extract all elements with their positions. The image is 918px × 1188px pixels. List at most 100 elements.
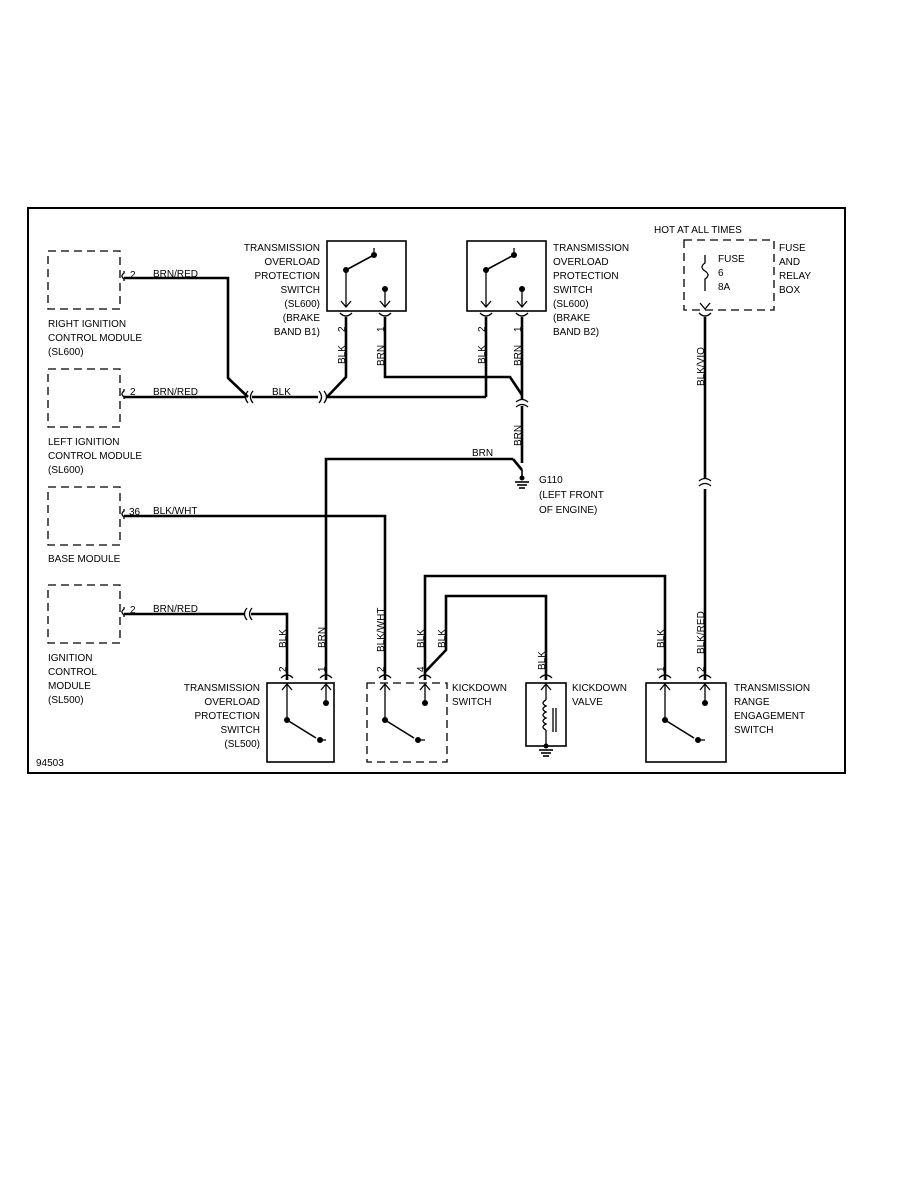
switch-b1-label-4: SWITCH bbox=[281, 285, 320, 296]
range-switch-label-4: SWITCH bbox=[734, 725, 773, 736]
switch-sl500-label-3: PROTECTION bbox=[194, 711, 260, 722]
ground-label-2: (LEFT FRONT bbox=[539, 490, 604, 501]
left-ignition-label-3: (SL600) bbox=[48, 465, 84, 476]
right-ignition-label-3: (SL600) bbox=[48, 347, 84, 358]
kickdown-valve: KICKDOWN VALVE bbox=[525, 674, 627, 757]
wire-label-b2-right: BRN bbox=[513, 345, 524, 366]
wire-kickdown-to-range bbox=[423, 574, 667, 680]
wire-label-kickdown-right: BLK bbox=[416, 629, 427, 648]
fuse-box-label-1: FUSE bbox=[779, 243, 806, 254]
wire-label-range-right: BLK/RED bbox=[696, 611, 707, 654]
range-switch-pin-right: 2 bbox=[696, 666, 707, 672]
wire-label-brn-vertical: BRN bbox=[513, 425, 524, 446]
switch-b2-label-4: SWITCH bbox=[553, 285, 592, 296]
switch-b1-label-5: (SL600) bbox=[284, 299, 320, 310]
switch-sl500-label-5: (SL500) bbox=[224, 739, 260, 750]
diagram-frame bbox=[27, 207, 846, 774]
ignition-module-label-3: MODULE bbox=[48, 681, 91, 692]
range-switch-label-3: ENGAGEMENT bbox=[734, 711, 805, 722]
switch-b1-pin-right: 1 bbox=[376, 326, 387, 332]
range-switch-pin-left: 1 bbox=[656, 666, 667, 672]
wire-label-kickdown-extra: BLK bbox=[437, 629, 448, 648]
switch-b1-pin-left: 2 bbox=[337, 326, 348, 332]
wire-kickdown-to-valve bbox=[424, 594, 548, 680]
fuse-relay-box: HOT AT ALL TIMES FUSE 6 8A FUSE AND RELA… bbox=[654, 225, 811, 317]
wire-label-kickdown-left: BLK/WHT bbox=[376, 608, 387, 652]
ignition-module-pin: 2 bbox=[130, 605, 136, 616]
switch-b2-label-1: TRANSMISSION bbox=[553, 243, 629, 254]
wire-label-base: BLK/WHT bbox=[153, 506, 197, 517]
switch-sl500-pin-left: 2 bbox=[278, 666, 289, 672]
switch-b2-pin-left: 2 bbox=[477, 326, 488, 332]
wire-label-left-ignition: BRN/RED bbox=[153, 387, 198, 398]
hot-at-all-times-label: HOT AT ALL TIMES bbox=[654, 225, 742, 236]
range-engagement-switch: 1 2 TRANSMISSION RANGE ENGAGEMENT SWITCH bbox=[645, 666, 810, 763]
wire-label-sl500-left: BLK bbox=[278, 629, 289, 648]
kickdown-valve-label-1: KICKDOWN bbox=[572, 683, 627, 694]
ground-label-3: OF ENGINE) bbox=[539, 505, 597, 516]
ground-g110: G110 (LEFT FRONT OF ENGINE) bbox=[515, 470, 604, 516]
kickdown-switch-pin-left: 2 bbox=[376, 666, 387, 672]
ground-label-1: G110 bbox=[539, 475, 563, 486]
switch-sl500: 2 1 TRANSMISSION OVERLOAD PROTECTION SWI… bbox=[184, 666, 335, 763]
fuse-label-3: 8A bbox=[718, 282, 731, 293]
switch-b1-label-3: PROTECTION bbox=[254, 271, 320, 282]
ignition-module-label-1: IGNITION bbox=[48, 653, 92, 664]
right-ignition-module: RIGHT IGNITION CONTROL MODULE (SL600) 2 bbox=[47, 250, 142, 358]
kickdown-valve-label-2: VALVE bbox=[572, 697, 603, 708]
wire-label-ignition: BRN/RED bbox=[153, 604, 198, 615]
switch-b2: 2 1 TRANSMISSION OVERLOAD PROTECTION SWI… bbox=[466, 240, 629, 338]
ignition-module-label-4: (SL500) bbox=[48, 695, 84, 706]
fuse-box-label-3: RELAY bbox=[779, 271, 811, 282]
kickdown-switch-pin-right: 4 bbox=[416, 666, 427, 672]
switch-b2-label-5: (SL600) bbox=[553, 299, 589, 310]
right-ignition-label-2: CONTROL MODULE bbox=[48, 333, 142, 344]
switch-b2-label-7: BAND B2) bbox=[553, 327, 599, 338]
switch-sl500-pin-right: 1 bbox=[317, 666, 328, 672]
ignition-control-module: IGNITION CONTROL MODULE (SL500) 2 bbox=[47, 584, 136, 706]
left-ignition-label-2: CONTROL MODULE bbox=[48, 451, 142, 462]
left-ignition-pin: 2 bbox=[130, 387, 136, 398]
wire-blk-to-sl500 bbox=[251, 612, 289, 680]
switch-b2-label-2: OVERLOAD bbox=[553, 257, 609, 268]
switch-b2-label-3: PROTECTION bbox=[553, 271, 619, 282]
right-ignition-label-1: RIGHT IGNITION bbox=[48, 319, 126, 330]
wire-right-ignition-brn-red bbox=[124, 276, 249, 398]
switch-sl500-label-4: SWITCH bbox=[221, 725, 260, 736]
base-module-label: BASE MODULE bbox=[48, 554, 121, 565]
switch-b1-label-7: BAND B1) bbox=[274, 327, 320, 338]
switch-b1-label-2: OVERLOAD bbox=[264, 257, 320, 268]
wire-label-b1-left: BLK bbox=[337, 345, 348, 364]
fuse-label-2: 6 bbox=[718, 268, 724, 279]
wire-label-brn-horizontal: BRN bbox=[472, 448, 493, 459]
kickdown-switch-label-1: KICKDOWN bbox=[452, 683, 507, 694]
wire-label-fuse: BLK/VIO bbox=[696, 347, 707, 386]
wire-blk-switch-b1 bbox=[326, 317, 348, 398]
left-ignition-label-1: LEFT IGNITION bbox=[48, 437, 120, 448]
switch-b1: 2 1 TRANSMISSION OVERLOAD PROTECTION SWI… bbox=[244, 240, 407, 338]
wire-label-b2-left: BLK bbox=[477, 345, 488, 364]
fuse-box-label-2: AND bbox=[779, 257, 800, 268]
range-switch-label-1: TRANSMISSION bbox=[734, 683, 810, 694]
switch-sl500-label-1: TRANSMISSION bbox=[184, 683, 260, 694]
wire-label-b1-right: BRN bbox=[376, 345, 387, 366]
kickdown-switch: 2 4 KICKDOWN SWITCH bbox=[366, 666, 507, 763]
switch-sl500-label-2: OVERLOAD bbox=[204, 697, 260, 708]
left-ignition-module: LEFT IGNITION CONTROL MODULE (SL600) 2 bbox=[47, 368, 142, 476]
wire-base-blk-wht bbox=[124, 514, 387, 680]
switch-b2-pin-right: 1 bbox=[513, 326, 524, 332]
diagram-id: 94503 bbox=[36, 758, 64, 769]
switch-b1-label-6: (BRAKE bbox=[283, 313, 321, 324]
wire-label-range-left: BLK bbox=[656, 629, 667, 648]
wire-brn-to-sl500 bbox=[324, 457, 513, 680]
wire-label-sl500-right: BRN bbox=[317, 627, 328, 648]
wire-label-splice-blk: BLK bbox=[272, 387, 291, 398]
ignition-module-label-2: CONTROL bbox=[48, 667, 97, 678]
fuse-label-1: FUSE bbox=[718, 254, 745, 265]
right-ignition-pin: 2 bbox=[130, 270, 136, 281]
base-module: BASE MODULE 36 bbox=[47, 486, 141, 565]
kickdown-switch-label-2: SWITCH bbox=[452, 697, 491, 708]
wire-label-valve: BLK bbox=[537, 651, 548, 670]
wire-brn-switch-b1 bbox=[383, 317, 524, 396]
